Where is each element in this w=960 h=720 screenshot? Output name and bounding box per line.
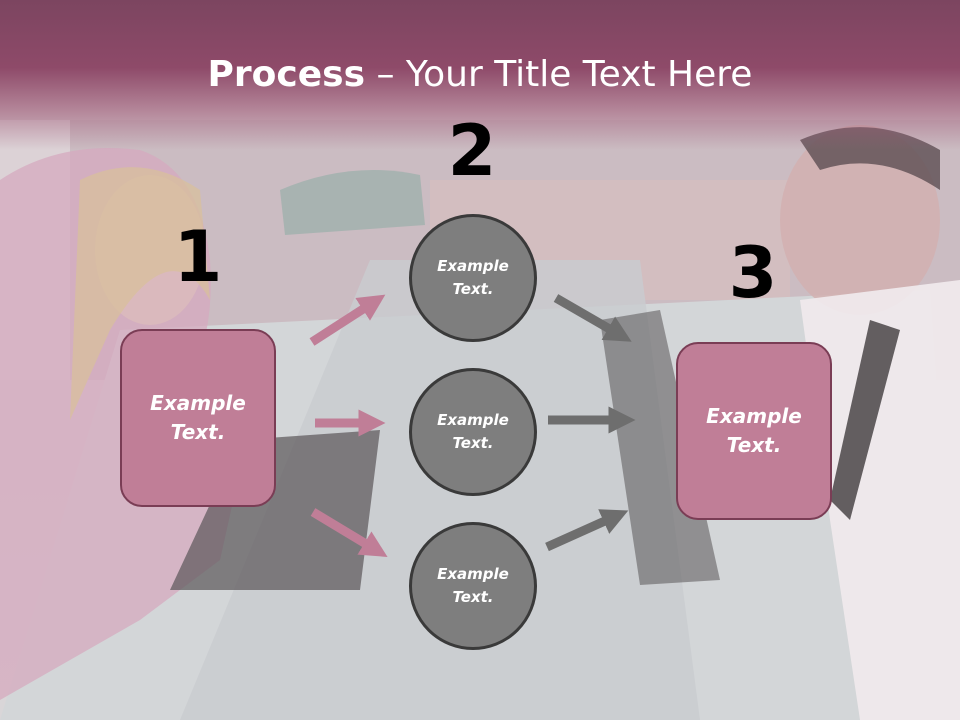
circle-middle-text: Example Text. xyxy=(437,411,509,452)
circle-top[interactable]: Example Text. xyxy=(409,214,537,342)
step-3-box[interactable]: Example Text. xyxy=(676,342,832,520)
title-bar xyxy=(0,0,960,150)
title-bold: Process xyxy=(207,54,366,95)
circle-bottom[interactable]: Example Text. xyxy=(409,522,537,650)
circle-middle[interactable]: Example Text. xyxy=(409,368,537,496)
circle-top-text: Example Text. xyxy=(437,257,509,298)
title-rest: – Your Title Text Here xyxy=(365,54,753,95)
step-1-text: Example Text. xyxy=(150,391,246,444)
step-3-number: 3 xyxy=(728,232,778,314)
step-1-box[interactable]: Example Text. xyxy=(120,329,276,507)
arrow-bottom-to-3 xyxy=(545,509,629,552)
arrow-1-to-top xyxy=(309,294,386,346)
step-2-number: 2 xyxy=(447,110,497,192)
slide-title: Process – Your Title Text Here xyxy=(0,52,960,98)
circle-bottom-text: Example Text. xyxy=(437,565,509,606)
arrow-1-to-bottom xyxy=(310,508,388,557)
step-1-number: 1 xyxy=(173,216,223,298)
arrow-top-to-3 xyxy=(553,294,632,342)
step-3-text: Example Text. xyxy=(706,404,802,457)
